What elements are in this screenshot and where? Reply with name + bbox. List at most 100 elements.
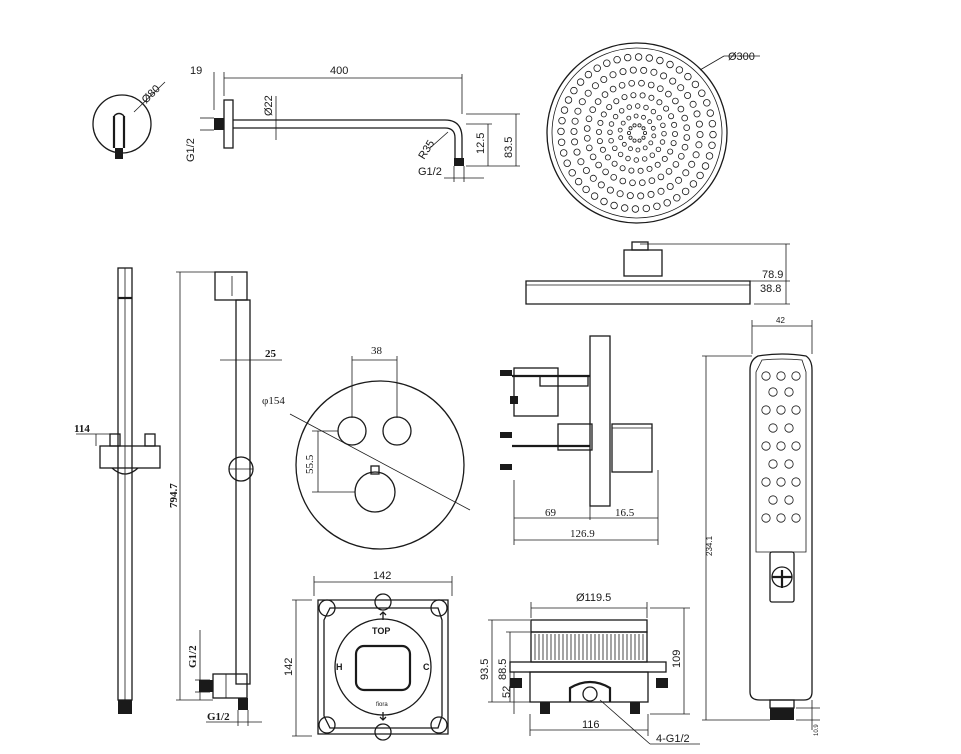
- head-dia-label: Ø300: [728, 51, 755, 63]
- box-hot-label: H: [336, 662, 343, 672]
- nozzle: [653, 202, 661, 210]
- nozzle: [689, 100, 697, 108]
- nozzle: [675, 176, 683, 184]
- nozzle: [671, 121, 678, 128]
- nozzle: [669, 77, 677, 85]
- rail-offset-label: 114: [74, 423, 90, 435]
- nozzle: [647, 81, 655, 89]
- nozzle: [585, 115, 593, 123]
- box-height-label: 142: [283, 658, 295, 676]
- nozzle: [613, 98, 620, 105]
- nozzle: [688, 160, 696, 168]
- nozzle: [659, 139, 666, 145]
- hand-shower: 42 234.1 10.9: [702, 316, 820, 736]
- arm-inlet-thread-label: G1/2: [185, 138, 197, 162]
- nozzle: [642, 204, 650, 213]
- nozzle: [661, 130, 667, 137]
- nozzle: [628, 80, 635, 87]
- nozzle: [589, 106, 596, 113]
- hand-nozzle: [784, 387, 794, 397]
- hand-width-label: 42: [776, 316, 785, 325]
- nozzle: [642, 145, 648, 151]
- nozzle: [610, 174, 617, 181]
- hand-nozzle: [784, 423, 794, 433]
- nozzle: [557, 138, 566, 146]
- nozzle: [563, 159, 571, 167]
- arm-length-label: 400: [330, 65, 348, 77]
- nozzle: [628, 126, 633, 131]
- nozzle: [637, 167, 644, 174]
- hand-nozzle: [768, 423, 778, 433]
- nozzle: [656, 114, 662, 121]
- hand-nozzle: [791, 477, 801, 487]
- nozzle: [640, 66, 648, 74]
- nozzle: [607, 129, 613, 135]
- nozzle: [577, 158, 585, 166]
- hand-length-label: 234.1: [705, 535, 714, 556]
- nozzle: [612, 145, 618, 151]
- valve-plate-depth-label: 16.5: [615, 507, 635, 519]
- hand-nozzle: [768, 459, 778, 469]
- nozzle: [611, 160, 618, 167]
- nozzle: [606, 186, 614, 194]
- nozzle: [582, 166, 590, 174]
- nozzle: [681, 114, 688, 122]
- box-cold-label: C: [423, 662, 430, 672]
- nozzle: [689, 180, 698, 188]
- nozzle: [645, 54, 653, 62]
- nozzle: [668, 113, 675, 120]
- box-brand-label: fiora: [376, 702, 388, 708]
- nozzle: [706, 109, 714, 117]
- hand-nozzle: [776, 371, 786, 381]
- nozzle: [672, 97, 679, 105]
- nozzle: [683, 134, 691, 141]
- nozzle: [621, 141, 627, 147]
- nozzle: [601, 91, 609, 98]
- nozzle: [666, 60, 674, 69]
- nozzle: [560, 106, 569, 114]
- nozzle: [584, 70, 593, 79]
- nozzle: [656, 85, 664, 92]
- plate-dia-label: φ154: [262, 395, 285, 407]
- nozzle: [651, 133, 657, 139]
- nozzle: [589, 174, 597, 182]
- nozzle: [650, 108, 657, 115]
- nozzle: [660, 72, 668, 80]
- housing-threads-label: 4-G1/2: [656, 733, 690, 745]
- nozzle: [643, 130, 648, 135]
- nozzle: [708, 141, 716, 149]
- nozzle: [600, 76, 608, 84]
- nozzle: [637, 138, 642, 143]
- nozzle: [666, 182, 674, 190]
- nozzle: [626, 192, 634, 200]
- hand-nozzle: [761, 477, 771, 487]
- nozzle: [642, 156, 648, 162]
- nozzle: [696, 130, 704, 138]
- arm-tube-dia-label: Ø22: [263, 95, 275, 116]
- box-width-label: 142: [373, 570, 391, 582]
- housing-dia-label: Ø119.5: [576, 592, 611, 604]
- nozzle: [693, 110, 701, 118]
- nozzle: [564, 96, 573, 104]
- nozzle: [683, 124, 690, 131]
- nozzle: [670, 140, 677, 147]
- nozzle: [684, 72, 692, 81]
- nozzle: [628, 167, 635, 174]
- nozzle: [609, 71, 617, 79]
- wall-flange-view: Ø80: [92, 81, 166, 159]
- nozzle: [681, 143, 689, 151]
- hand-nozzle: [784, 459, 794, 469]
- hand-nozzle: [776, 441, 786, 451]
- nozzle: [599, 146, 606, 153]
- nozzle: [647, 119, 653, 125]
- nozzle: [632, 138, 637, 143]
- nozzle: [618, 135, 624, 141]
- nozzle: [665, 168, 673, 175]
- nozzle: [684, 92, 692, 100]
- nozzle: [610, 201, 618, 210]
- nozzle: [596, 138, 603, 145]
- nozzle: [641, 114, 646, 120]
- nozzle: [695, 141, 703, 149]
- hand-nozzle: [761, 405, 771, 415]
- nozzle: [675, 66, 684, 74]
